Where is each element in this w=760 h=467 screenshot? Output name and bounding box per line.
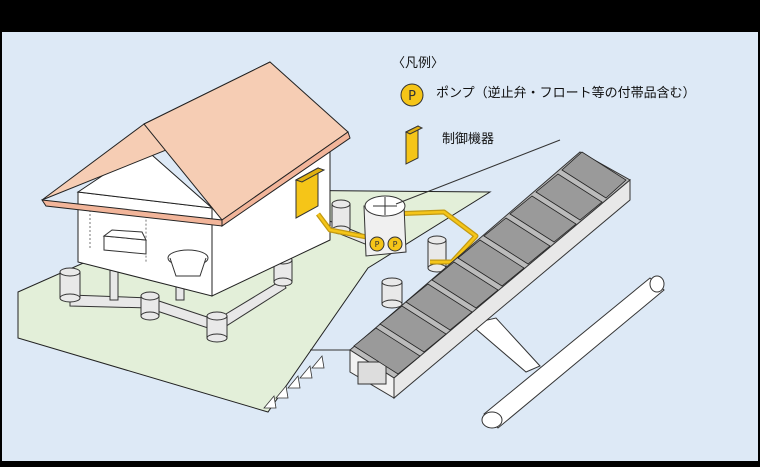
legend-label-pump: ポンプ（逆止弁・フロート等の付帯品含む） [436,86,696,101]
pump-glyph: P [375,240,380,249]
control-box [294,167,326,219]
toilet [167,249,209,277]
legend-title: 〈凡例〉 [392,56,445,71]
sewer-main-pipe [468,275,665,429]
legend-item-control: 制御機器 [404,128,494,147]
yard-manholes [59,199,447,343]
svg-text:P: P [408,89,416,104]
bathtub [102,229,147,255]
control-box-icon [404,125,424,165]
lot-edge-markers [263,355,325,409]
road-edge [395,139,561,205]
pump-tank: P P [363,195,407,257]
house [40,61,351,297]
road-gutter [349,151,631,400]
pump-glyph: P [393,240,398,249]
gutter-cover-slabs [353,151,627,375]
roof-side-edge [221,131,351,227]
legend-label-control: 制御機器 [442,132,495,147]
legend-item-pump: ポンプ（逆止弁・フロート等の付帯品含む） [400,82,696,101]
pump-icon: P [400,83,424,107]
